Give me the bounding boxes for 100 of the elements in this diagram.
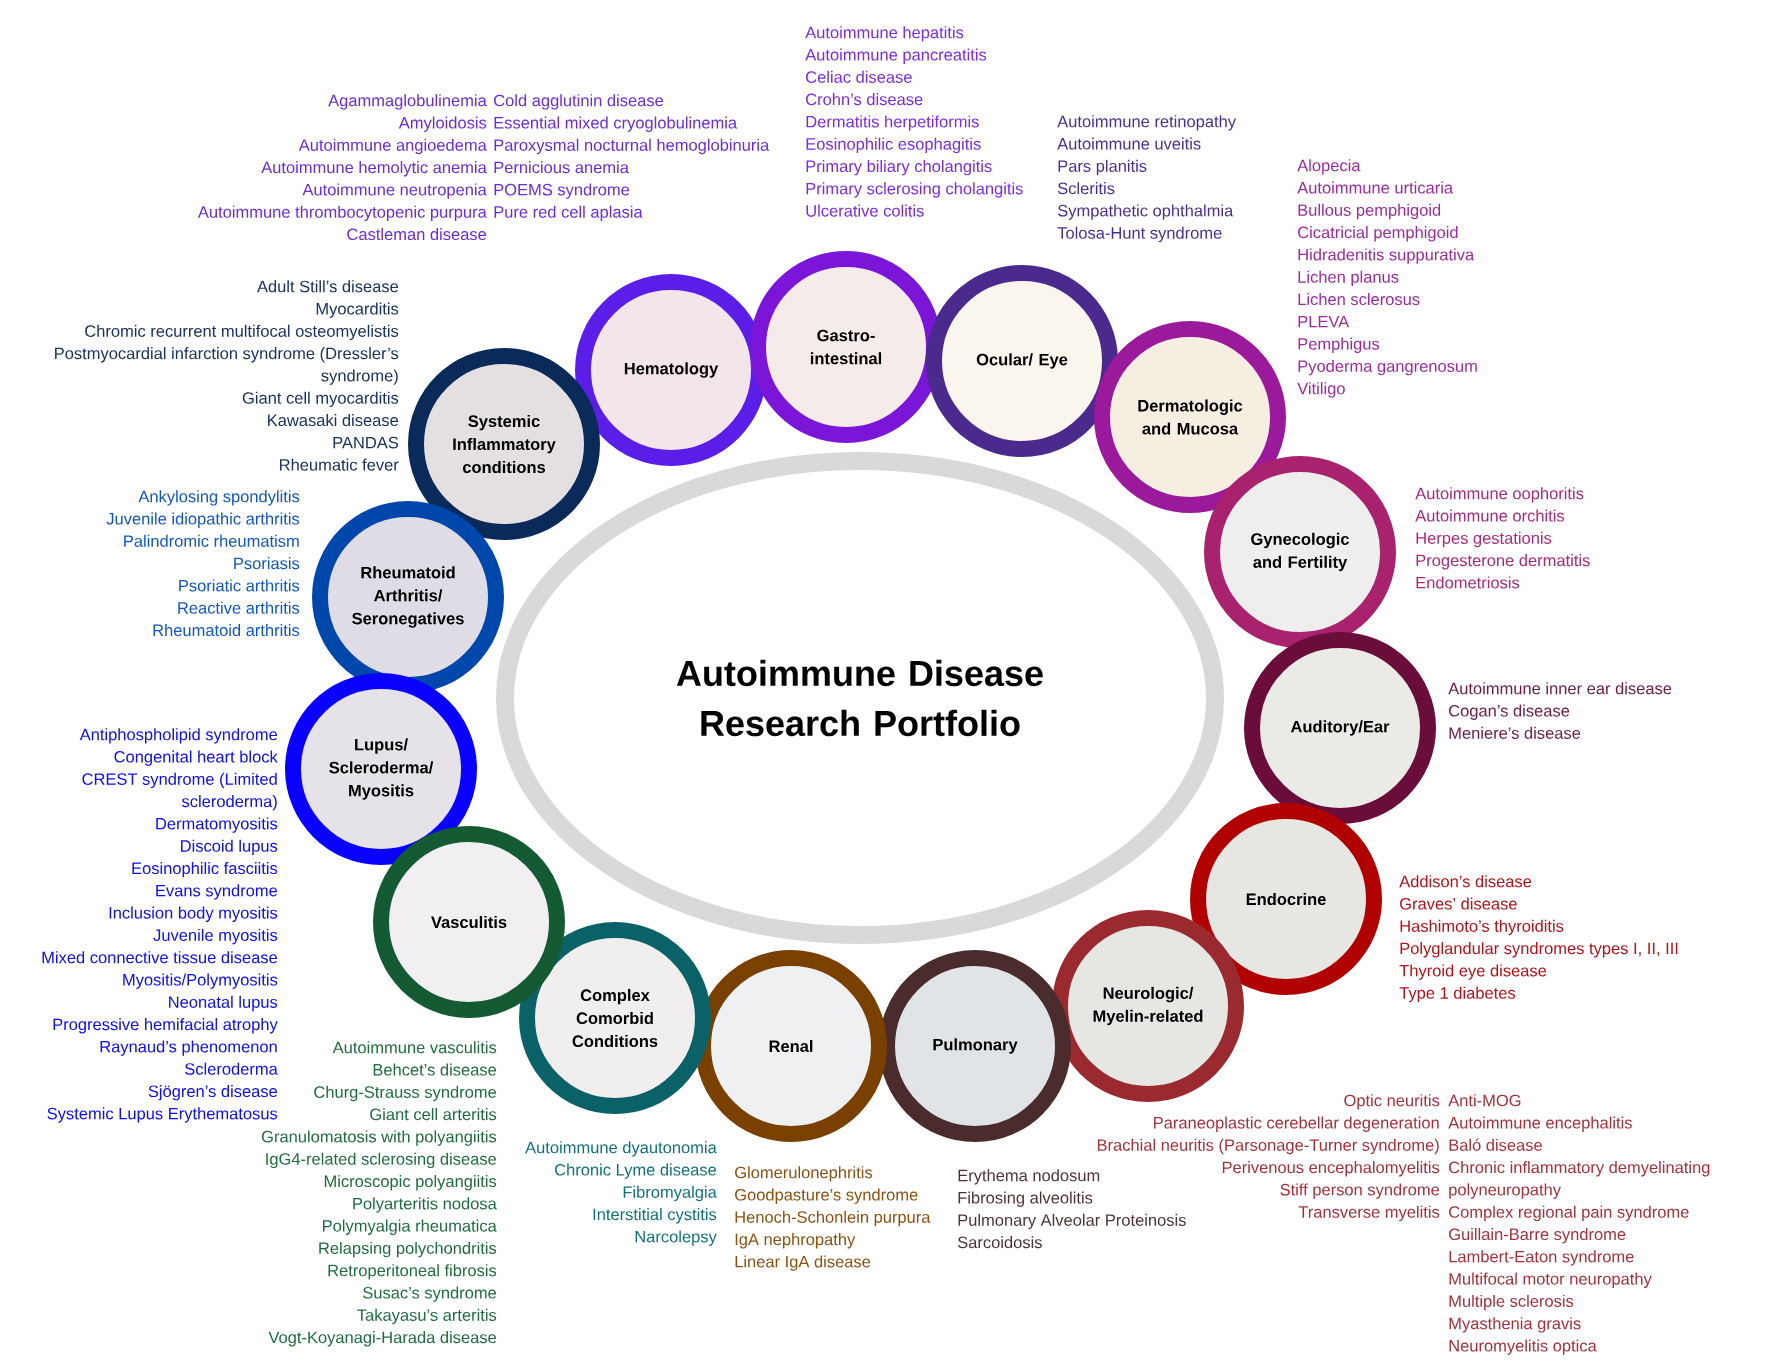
disease-name: Hashimoto’s thyroiditis xyxy=(1400,919,1564,936)
disease-name: Endometriosis xyxy=(1416,576,1520,589)
disease-name: Susac’s syndrome xyxy=(363,1286,497,1302)
disease-name: Sympathetic ophthalmia xyxy=(1057,204,1234,220)
disease-name: Polymyalgia rheumatica xyxy=(323,1219,497,1235)
disease-name: Adult Still’s disease xyxy=(257,280,399,293)
disease-name: Granulomatosis with polyangiitis xyxy=(261,1130,497,1146)
disease-name: Perivenous encephalomyelitis xyxy=(1222,1161,1440,1177)
disease-name: Multiple sclerosis xyxy=(1449,1294,1574,1311)
disease-name: Lambert-Eaton syndrome xyxy=(1449,1250,1634,1266)
disease-name: Herpes gestationis xyxy=(1416,531,1552,548)
disease-name: Agammaglobulinemia xyxy=(328,94,487,110)
disease-name: POEMS syndrome xyxy=(494,183,630,199)
disease-name: Vitiligo xyxy=(1297,382,1345,398)
disease-name: Neuromyelitis optica xyxy=(1449,1339,1597,1355)
disease-name: Autoimmune urticaria xyxy=(1297,181,1454,194)
disease-name: Paroxysmal nocturnal hemoglobinuria xyxy=(494,138,770,155)
disease-name: PLEVA xyxy=(1298,315,1350,328)
disease-name: PANDAS xyxy=(333,436,399,449)
disease-name: Vogt-Koyanagi-Harada disease xyxy=(268,1331,496,1347)
disease-name: Anti-MOG xyxy=(1448,1094,1521,1107)
disease-name: Polyarteritis nodosa xyxy=(353,1197,497,1213)
disease-name: Churg-Strauss syndrome xyxy=(314,1085,497,1102)
disease-name: Paraneoplastic cerebellar degeneration xyxy=(1154,1116,1439,1132)
disease-name: Sjögren’s disease xyxy=(148,1085,278,1101)
disease-name: Alopecia xyxy=(1297,159,1361,175)
disease-name: Autoimmune inner ear disease xyxy=(1448,682,1672,695)
disease-name: Autoimmune retinopathy xyxy=(1057,115,1236,131)
disease-name: Systemic Lupus Erythematosus xyxy=(47,1107,278,1123)
disease-name: Addison’s disease xyxy=(1399,875,1532,888)
disease-name: Cogan’s disease xyxy=(1449,704,1570,720)
disease-name: Thyroid eye disease xyxy=(1399,964,1547,980)
disease-name: Cicatricial pemphigoid xyxy=(1298,226,1458,242)
disease-name: Juvenile myositis xyxy=(153,928,278,945)
disease-name: Cold agglutinin disease xyxy=(494,94,664,110)
disease-name: Bullous pemphigoid xyxy=(1298,203,1441,220)
disease-name: Neonatal lupus xyxy=(169,995,278,1012)
disease-name: Reactive arthritis xyxy=(178,601,300,614)
disease-name: Takayasu’s arteritis xyxy=(357,1308,497,1325)
disease-name: Multifocal motor neuropathy xyxy=(1449,1272,1652,1288)
disease-name: Sarcoidosis xyxy=(957,1236,1042,1249)
disease-name: Psoriatic arthritis xyxy=(179,579,300,592)
disease-name: Ankylosing spondylitis xyxy=(138,490,300,506)
disease-name: Eosinophilic fasciitis xyxy=(132,862,278,878)
disease-name: Autoimmune hemolytic anemia xyxy=(261,161,487,177)
disease-name: Autoimmune thrombocytopenic purpura xyxy=(197,205,487,222)
disease-name: Progesterone dermatitis xyxy=(1416,554,1590,570)
disease-name: Psoriasis xyxy=(234,557,300,570)
disease-name: Autoimmune pancreatitis xyxy=(805,48,987,64)
disease-name: Complex regional pain syndrome xyxy=(1449,1205,1689,1222)
disease-name: Autoimmune encephalitis xyxy=(1448,1116,1632,1132)
disease-name: Lichen sclerosus xyxy=(1298,293,1420,306)
disease-name: Palindromic rheumatism xyxy=(124,534,299,547)
disease-name: Relapsing polychondritis xyxy=(319,1241,497,1258)
disease-name: Microscopic polyangiitis xyxy=(324,1175,497,1191)
disease-name: Congenital heart block xyxy=(114,750,278,766)
disease-name: Myocarditis xyxy=(316,302,399,318)
disease-name: Meniere’s disease xyxy=(1449,726,1581,739)
disease-name: Scleroderma xyxy=(185,1062,278,1075)
disease-name: Polyglandular syndromes types I, II, III xyxy=(1400,942,1678,958)
disease-name: Autoimmune dyautonomia xyxy=(525,1141,717,1157)
disease-name: Celiac disease xyxy=(806,70,912,83)
disease-name: Chronic Lyme disease xyxy=(555,1163,717,1179)
disease-name: Autoimmune angioedema xyxy=(298,138,487,155)
disease-name: Postmyocardial infarction syndrome (Dressler’s syndrome) xyxy=(55,347,399,385)
disease-name: Kawasaki disease xyxy=(268,414,399,427)
disease-name: Guillain-Barre syndrome xyxy=(1449,1228,1626,1244)
disease-name: IgG4-related sclerosing disease xyxy=(266,1152,496,1169)
disease-name: Juvenile idiopathic arthritis xyxy=(106,512,300,528)
disease-name: Myasthenia gravis xyxy=(1449,1317,1581,1333)
disease-name: Inclusion body myositis xyxy=(109,906,278,922)
disease-name: Goodpasture’s syndrome xyxy=(735,1188,918,1204)
disease-name: Mixed connective tissue disease xyxy=(42,951,277,964)
disease-name: Autoimmune orchitis xyxy=(1415,509,1565,522)
disease-name: Autoimmune oophoritis xyxy=(1415,487,1584,503)
disease-name: Henoch-Schonlein purpura xyxy=(735,1210,931,1227)
disease-name: Tolosa-Hunt syndrome xyxy=(1057,226,1222,243)
disease-name: Pure red cell aplasia xyxy=(494,205,643,222)
disease-name: Raynaud’s phenomenon xyxy=(100,1040,277,1056)
disease-name: Hidradenitis suppurativa xyxy=(1298,248,1475,264)
disease-name: Stiff person syndrome xyxy=(1280,1183,1440,1199)
disease-name: Chromic recurrent multifocal osteomyelistis xyxy=(85,324,399,341)
disease-name: Myositis/Polymyositis xyxy=(123,973,278,989)
disease-name: Primary sclerosing cholangitis xyxy=(806,182,1023,198)
disease-name: Fibrosing alveolitis xyxy=(958,1191,1093,1207)
disease-name: Eosinophilic esophagitis xyxy=(806,137,981,154)
disease-name: Pyoderma gangrenosum xyxy=(1298,359,1477,376)
disease-name: Brachial neuritis (Parsonage-Turner syndrome) xyxy=(1097,1138,1439,1155)
disease-name: Evans syndrome xyxy=(156,884,278,900)
disease-name: Rheumatic fever xyxy=(280,458,399,471)
disease-name: Autoimmune hepatitis xyxy=(805,26,964,42)
disease-name: Autoimmune uveitis xyxy=(1057,137,1201,150)
disease-name: Baló disease xyxy=(1449,1138,1542,1151)
disease-name: Scleritis xyxy=(1057,182,1115,195)
disease-name: Transverse myelitis xyxy=(1298,1205,1440,1222)
disease-name: Pemphigus xyxy=(1298,337,1380,353)
disease-name: Narcolepsy xyxy=(635,1230,717,1246)
disease-name: Autoimmune neutropenia xyxy=(302,183,487,199)
disease-name: Giant cell myocarditis xyxy=(242,391,399,408)
disease-name: Erythema nodosum xyxy=(958,1169,1100,1185)
